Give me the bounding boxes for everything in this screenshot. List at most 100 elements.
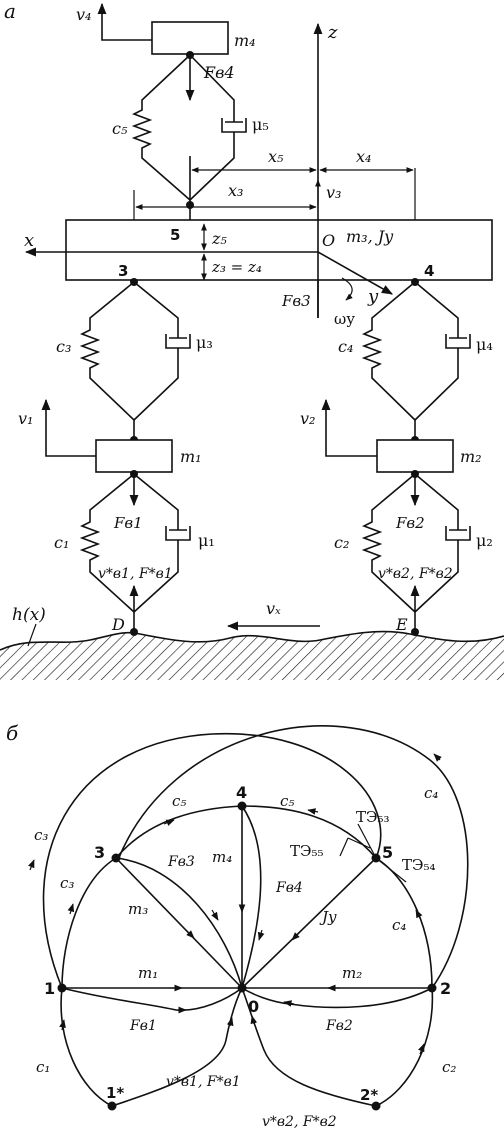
rotation-omega-arrow — [341, 277, 353, 301]
label-fv1: Fв1 — [113, 514, 143, 532]
arrow-c3 — [67, 903, 75, 915]
arrow-fv2 — [283, 1000, 295, 1007]
label-vf1: v*в1, F*в1 — [98, 566, 173, 582]
axis-y — [317, 251, 393, 295]
b-label-c4: c₄ — [392, 916, 406, 934]
b-label-c3-top: c₃ — [34, 826, 48, 844]
road-profile — [0, 630, 504, 651]
label-v1: v₁ — [18, 409, 33, 428]
label-node-5-a: 5 — [170, 226, 180, 244]
label-c5: c₅ — [112, 119, 128, 138]
damper-mu3-upper — [133, 281, 179, 338]
label-omega-y: ωу — [334, 310, 355, 328]
b-label-c2: c₂ — [442, 1058, 456, 1076]
spring-c1 — [79, 473, 135, 613]
edge-vf2 — [241, 987, 377, 1107]
b-label-m4: m₄ — [212, 848, 232, 866]
edge-vf1 — [111, 987, 243, 1107]
arrow-c3-outer — [28, 859, 35, 871]
graph-node-4 — [237, 801, 247, 811]
velocity-v2-arrow — [321, 398, 377, 457]
b-label-n5: 5 — [382, 843, 393, 862]
b-label-te53: ТЭ₅₃ — [356, 808, 390, 826]
mass-m1-block — [95, 439, 173, 473]
label-x: x — [24, 230, 34, 251]
label-m1: m₁ — [180, 447, 202, 466]
graph-node-1-star — [107, 1101, 117, 1111]
arrow-m3 — [185, 929, 195, 939]
label-mu2: μ₂ — [476, 531, 493, 550]
spring-c4 — [361, 281, 416, 421]
edge-fv4 — [241, 805, 262, 989]
label-vx: vₓ — [266, 599, 281, 618]
b-label-n4: 4 — [236, 783, 247, 802]
label-m3-jy: m₃, Jу — [346, 227, 394, 246]
label-c2: c₂ — [334, 533, 349, 552]
damper-mu4-lower — [414, 348, 459, 421]
damper-mu2-lower — [414, 540, 459, 613]
b-label-c3: c₃ — [60, 874, 74, 892]
label-fv2: Fв2 — [395, 514, 425, 532]
label-node-3-a: 3 — [118, 262, 128, 280]
b-label-fv4: Fв4 — [275, 880, 303, 896]
damper-mu1-lower — [133, 540, 179, 613]
leader-te55-b — [339, 837, 349, 857]
spring-c3 — [79, 281, 135, 421]
label-fv3: Fв3 — [281, 292, 311, 310]
label-x4: x₄ — [356, 147, 371, 166]
leader-te53 — [357, 823, 377, 859]
label-mu1: μ₁ — [198, 531, 215, 550]
label-v3: v₃ — [326, 183, 341, 202]
label-mu4: μ₄ — [476, 335, 493, 354]
b-label-c5b: c₅ — [280, 792, 294, 810]
b-label-vf1: v*в1, F*в1 — [166, 1074, 241, 1090]
label-z3-z4: z₃ = z₄ — [211, 258, 262, 276]
arrow-vf2 — [250, 1015, 258, 1025]
label-E: E — [395, 615, 408, 634]
b-label-jy: Jу — [319, 908, 337, 926]
label-hx: h(x) — [12, 605, 46, 625]
edge-fv2 — [241, 987, 433, 1009]
label-m2: m₂ — [460, 447, 482, 466]
velocity-v4-arrow — [97, 2, 152, 41]
b-label-m3: m₃ — [128, 900, 148, 918]
leader-te54 — [375, 857, 407, 883]
b-label-te54: ТЭ₅₄ — [402, 856, 436, 874]
b-label-n2s: 2* — [360, 1086, 378, 1104]
spring-c2 — [361, 473, 416, 613]
b-label-c4-top: c₄ — [424, 784, 438, 802]
b-label-n0: 0 — [248, 997, 259, 1016]
edge-c3-outer — [42, 732, 382, 989]
damper-mu1-upper — [133, 473, 179, 530]
b-label-vf2: v*в2, F*в2 — [262, 1114, 337, 1130]
b-label-m1: m₁ — [138, 964, 158, 982]
b-label-n3: 3 — [94, 843, 105, 862]
label-c1: c₁ — [54, 533, 69, 552]
arrow-c5-left — [163, 819, 175, 826]
arrow-fv4 — [257, 929, 265, 941]
panel-a-label: а — [4, 0, 16, 23]
label-vf2: v*в2, F*в2 — [378, 566, 453, 582]
damper-mu4-upper — [414, 281, 459, 338]
arrow-c4 — [415, 909, 423, 919]
road-hatch — [0, 631, 504, 680]
b-label-te55: ТЭ₅₅ — [290, 842, 324, 860]
mass-m2-block — [376, 439, 454, 473]
b-label-m2: m₂ — [342, 964, 362, 982]
hx-leader — [27, 623, 37, 647]
arrow-fv3 — [211, 909, 219, 921]
arrow-jy — [291, 931, 301, 941]
b-label-n1s: 1* — [106, 1084, 124, 1102]
edge-fv1 — [61, 987, 243, 1011]
panel-b-label: б — [6, 721, 19, 745]
edge-jy — [241, 857, 377, 989]
label-O: O — [322, 231, 335, 250]
damper-mu2-upper — [414, 473, 459, 530]
label-c4: c₄ — [338, 337, 353, 356]
label-mu5: μ₅ — [252, 115, 269, 134]
edge-c1-left — [60, 987, 113, 1107]
label-v2: v₂ — [300, 409, 315, 428]
label-m4: m₄ — [234, 31, 256, 50]
label-node-4-a: 4 — [424, 262, 434, 280]
